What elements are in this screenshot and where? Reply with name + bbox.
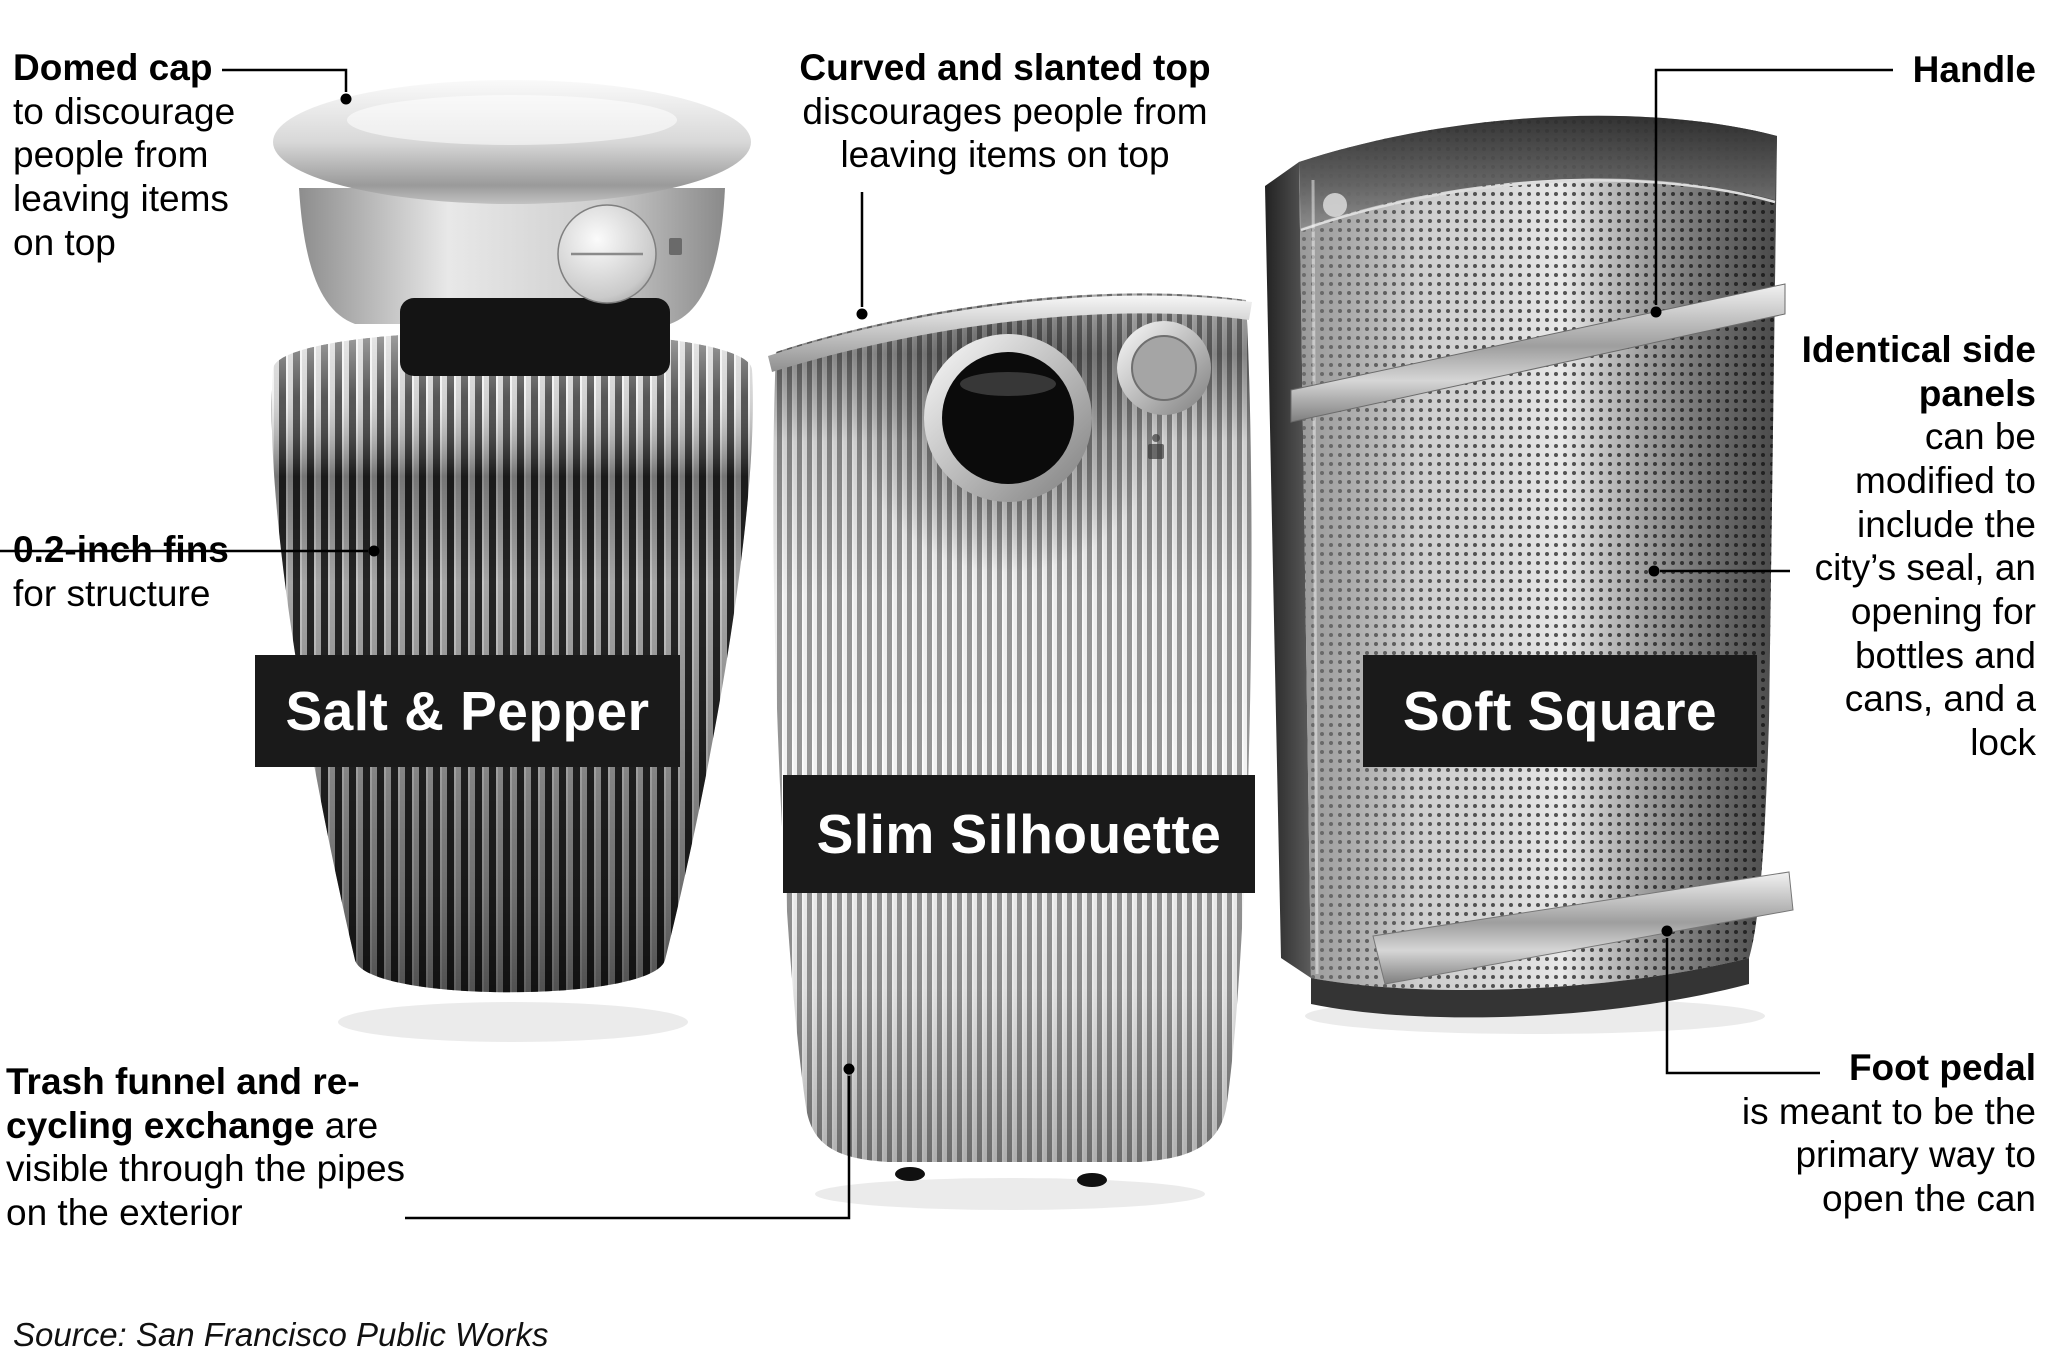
can3-left-side-face bbox=[1265, 162, 1311, 978]
annotation-body: can be modified to include the city’s se… bbox=[1814, 416, 2036, 763]
can1-trash-opening bbox=[400, 298, 670, 376]
annotation-body: for structure bbox=[13, 572, 211, 614]
can2-recycle-opening bbox=[1117, 321, 1211, 415]
annotation-foot-pedal: Foot pedal is meant to be the primary wa… bbox=[1726, 1046, 2036, 1221]
annotation-fins: 0.2-inch fins for structure bbox=[13, 528, 293, 615]
annotation-body: is meant to be the primary way to open t… bbox=[1741, 1090, 2036, 1219]
annotation-title: Foot pedal bbox=[1848, 1047, 2036, 1088]
annotation-trash-funnel: Trash funnel and re-cycling exchange are… bbox=[6, 1060, 406, 1235]
annotation-title: Trash funnel and re-cycling exchange bbox=[6, 1061, 360, 1146]
annotation-body: to discourage people from leaving items … bbox=[13, 90, 236, 263]
annotation-side-panels: Identical side panels can be modified to… bbox=[1776, 328, 2036, 765]
can1-push-flap bbox=[557, 204, 682, 304]
label-salt-pepper: Salt & Pepper bbox=[255, 655, 680, 767]
can3-perforated-panel bbox=[1299, 115, 1777, 990]
can2-slanted-top-rim bbox=[768, 295, 1252, 372]
label-soft-square: Soft Square bbox=[1363, 655, 1757, 767]
can3-edge-highlight bbox=[1311, 179, 1319, 975]
label-slim-silhouette: Slim Silhouette bbox=[783, 775, 1255, 893]
can3-base bbox=[1311, 958, 1749, 1018]
can3-handle-bar bbox=[1290, 283, 1786, 423]
can-illustration-soft-square bbox=[1265, 115, 1794, 1034]
can1-domed-cap bbox=[273, 80, 751, 204]
recycle-mark-icon bbox=[1148, 434, 1164, 459]
can2-trash-opening bbox=[924, 334, 1092, 502]
can2-foot bbox=[895, 1167, 925, 1181]
annotation-curved-top: Curved and slanted top discourages peopl… bbox=[775, 46, 1235, 177]
can3-logo-badge bbox=[1323, 193, 1347, 217]
annotation-body: discourages people from leaving items on… bbox=[802, 90, 1208, 176]
annotation-title: Curved and slanted top bbox=[799, 47, 1211, 88]
can2-floor-shadow bbox=[815, 1178, 1205, 1210]
can3-foot-pedal bbox=[1372, 871, 1794, 985]
annotation-handle: Handle bbox=[1786, 48, 2036, 92]
trash-mark-icon bbox=[669, 238, 682, 255]
can2-foot bbox=[1077, 1173, 1107, 1187]
annotation-title: 0.2-inch fins bbox=[13, 529, 229, 570]
can-illustration-salt-pepper bbox=[271, 80, 753, 1042]
annotation-body: are visible through the pipes on the ext… bbox=[6, 1104, 406, 1233]
can2-slatted-body bbox=[773, 293, 1252, 1162]
can1-floor-shadow bbox=[338, 1002, 688, 1042]
can-illustration-slim-silhouette bbox=[768, 293, 1252, 1210]
annotation-domed-cap: Domed cap to discourage people from leav… bbox=[13, 46, 268, 264]
annotation-title: Identical side panels bbox=[1801, 329, 2036, 414]
annotation-title: Domed cap bbox=[13, 47, 213, 88]
source-credit: Source: San Francisco Public Works bbox=[13, 1316, 549, 1353]
annotation-title: Handle bbox=[1912, 49, 2036, 90]
